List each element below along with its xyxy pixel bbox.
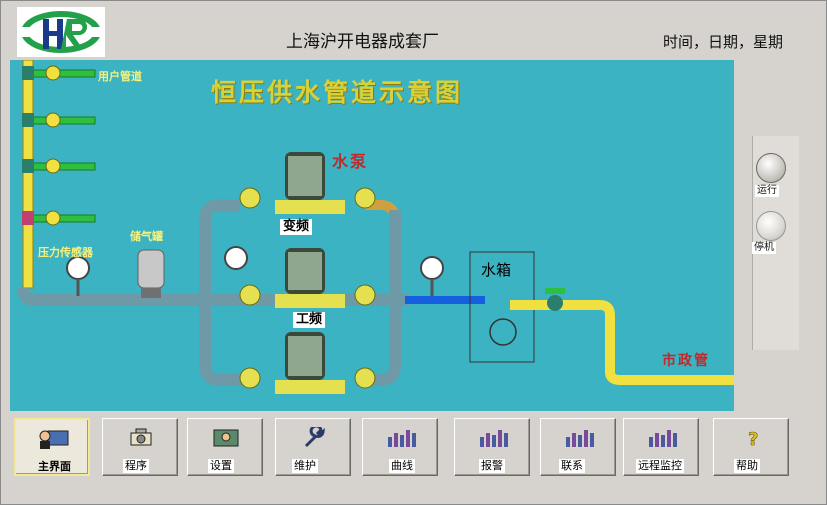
datetime-display: 时间，日期，星期 (663, 33, 784, 51)
bar-chart-icon (388, 430, 416, 447)
pump-top (239, 152, 376, 214)
stop-label: 停机 (752, 242, 776, 254)
bar-chart-icon (649, 430, 677, 447)
bottom-toolbar: 主界面 程序 设置 维护 (10, 414, 800, 480)
main-screen-button[interactable]: 主界面 (14, 418, 90, 476)
user-pipe-label: 用户管道 (98, 70, 142, 83)
remote-monitor-button[interactable]: 远程监控 (623, 418, 699, 476)
power-freq-label: 工频 (293, 312, 326, 328)
pump-bottom (239, 332, 376, 394)
run-indicator[interactable] (756, 153, 786, 183)
trend-button[interactable]: 曲线 (362, 418, 438, 476)
trend-label: 曲线 (389, 459, 415, 473)
maintenance-button[interactable]: 维护 (275, 418, 351, 476)
svg-text:?: ? (748, 429, 758, 449)
accumulator-label: 储气罐 (130, 230, 163, 243)
contact-button[interactable]: 联系 (540, 418, 616, 476)
diagram-title: 恒压供水管道示意图 (211, 78, 464, 107)
pressure-sensor-label: 压力传感器 (38, 246, 93, 259)
water-supply-diagram: 用户管道 压力传感器 储气罐 水泵 变频 工频 水箱 市政管 (10, 60, 734, 411)
company-logo (17, 7, 105, 57)
alarm-label: 报警 (479, 459, 505, 473)
alarm-button[interactable]: 报警 (454, 418, 530, 476)
help-button[interactable]: ? 帮助 (713, 418, 789, 476)
program-icon (130, 428, 152, 446)
program-button[interactable]: 程序 (102, 418, 178, 476)
variable-freq-label: 变频 (280, 219, 313, 235)
wrench-icon (304, 427, 325, 448)
run-label: 运行 (755, 185, 779, 197)
bar-chart-icon (566, 430, 594, 447)
company-title: 上海沪开电器成套厂 (286, 32, 439, 52)
help-label: 帮助 (734, 459, 760, 473)
settings-icon (213, 429, 239, 447)
contact-label: 联系 (559, 459, 585, 473)
bar-chart-icon (480, 430, 508, 447)
settings-button[interactable]: 设置 (187, 418, 263, 476)
municipal-label: 市政管 (662, 353, 710, 369)
main-screen-label: 主界面 (38, 460, 71, 473)
remote-monitor-label: 远程监控 (636, 459, 684, 473)
stop-indicator[interactable] (756, 211, 786, 241)
status-panel: 运行 停机 (736, 60, 799, 411)
settings-label: 设置 (208, 459, 234, 473)
maintenance-label: 维护 (292, 459, 318, 473)
pump-middle (239, 248, 376, 308)
water-pump-label: 水泵 (332, 152, 369, 171)
operator-screen-icon (39, 430, 69, 449)
program-label: 程序 (123, 459, 149, 473)
help-icon: ? (748, 429, 759, 449)
water-tank-label: 水箱 (481, 261, 512, 279)
